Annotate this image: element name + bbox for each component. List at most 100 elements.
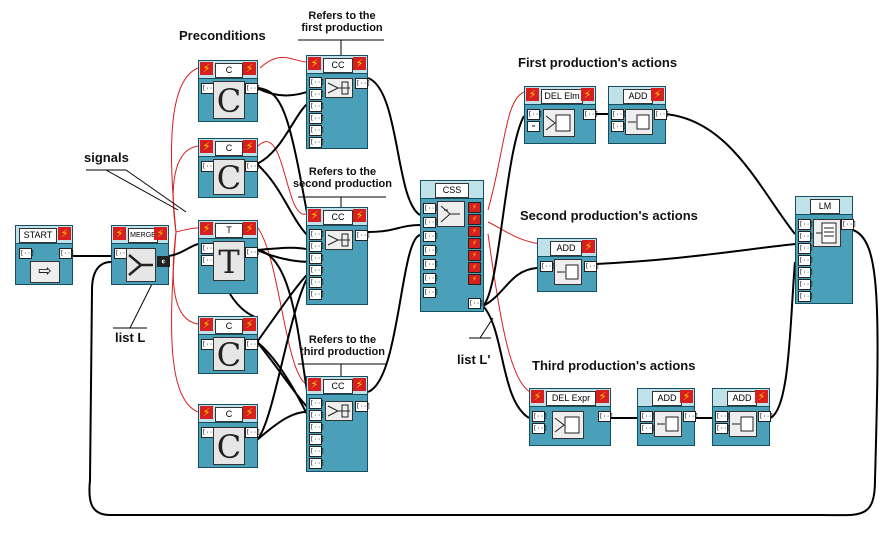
input-port[interactable]: [··] xyxy=(423,231,439,242)
del-elm-node[interactable]: ⚡ DEL Elm ⚡ [··] ➡ [··] xyxy=(524,86,599,144)
input-port[interactable]: [··] xyxy=(611,109,627,120)
input-port[interactable]: [··] xyxy=(798,279,814,290)
node-title-bar: ADD ⚡ xyxy=(638,389,694,407)
start-title-bar: START ⚡ xyxy=(16,226,72,244)
cc-second-node[interactable]: ⚡ CC ⚡ [··] [··] [··] [··] [··] [··] [··… xyxy=(306,207,371,305)
input-port[interactable]: [··] xyxy=(309,89,325,100)
node-label: CSS xyxy=(435,183,469,198)
output-port[interactable]: [··] xyxy=(683,411,699,422)
input-port[interactable]: [··] xyxy=(309,137,325,148)
input-port[interactable]: [··] xyxy=(309,277,325,288)
output-port[interactable]: [··] xyxy=(355,401,371,412)
signal-bolt-icon: ⚡ xyxy=(353,57,366,70)
input-port[interactable]: [··] xyxy=(309,125,325,136)
input-port[interactable]: [··] xyxy=(423,245,439,256)
add-3-node[interactable]: ADD ⚡ [··] [··] [··] xyxy=(637,388,699,446)
cc-third-node[interactable]: ⚡ CC ⚡ [··] [··] [··] [··] [··] [··] [··… xyxy=(306,376,371,472)
input-port[interactable]: [··] xyxy=(532,411,548,422)
output-port[interactable]: [··] xyxy=(355,230,371,241)
add-4-node[interactable]: ADD ⚡ [··] [··] [··] xyxy=(712,388,774,446)
input-port[interactable]: [··] xyxy=(309,241,325,252)
refers-second-annotation: Refers to the second production xyxy=(285,166,400,190)
input-port[interactable]: [··] xyxy=(798,243,814,254)
input-port[interactable]: [··] xyxy=(532,423,548,434)
node-title-bar: ⚡ CC ⚡ xyxy=(307,56,367,74)
merge-node[interactable]: ⚡ MERGE ⚡ [··] ◐ xyxy=(111,225,170,285)
node-label: LM xyxy=(810,199,840,214)
input-port[interactable]: [··] xyxy=(798,267,814,278)
input-port[interactable]: [··] xyxy=(309,422,325,433)
input-port[interactable]: [··] xyxy=(309,77,325,88)
input-port[interactable]: [··] xyxy=(715,411,731,422)
signal-port[interactable]: ⚡ xyxy=(468,274,481,285)
input-port[interactable]: [··] xyxy=(798,291,814,302)
input-port[interactable]: [··] xyxy=(798,219,814,230)
precondition-c3-node[interactable]: ⚡ C ⚡ [··] C [··] xyxy=(198,316,261,374)
start-node[interactable]: START ⚡ [··] [··] ⇨ xyxy=(15,225,75,285)
output-port[interactable]: [··] xyxy=(245,161,261,172)
output-port[interactable]: [··] xyxy=(245,427,261,438)
output-port[interactable]: [··] xyxy=(584,261,600,272)
input-port[interactable]: [··] xyxy=(527,109,543,120)
input-port[interactable]: [··] xyxy=(423,273,439,284)
del-expr-node[interactable]: ⚡ DEL Expr ⚡ [··] [··] [··] xyxy=(529,388,614,446)
node-label: CC xyxy=(323,58,353,73)
output-port[interactable]: [··] xyxy=(245,83,261,94)
precondition-c1-node[interactable]: ⚡ C ⚡ [··] C [··] xyxy=(198,60,261,122)
input-port[interactable]: [··] xyxy=(309,253,325,264)
signal-bolt-icon: ⚡ xyxy=(200,406,213,419)
precondition-t-node[interactable]: ⚡ T ⚡ [··] [··] T [··] xyxy=(198,220,261,294)
input-port[interactable]: ➡ xyxy=(527,121,540,132)
output-port[interactable]: [··] xyxy=(841,219,857,230)
input-port[interactable]: [··] xyxy=(19,248,35,259)
output-port[interactable]: [··] xyxy=(59,248,75,259)
output-port[interactable]: [··] xyxy=(245,247,261,258)
output-port[interactable]: [··] xyxy=(468,298,484,309)
input-port[interactable]: [··] xyxy=(423,203,439,214)
output-port[interactable]: [··] xyxy=(654,109,670,120)
signal-bolt-icon: ⚡ xyxy=(526,88,539,101)
output-port[interactable]: [··] xyxy=(583,109,599,120)
node-label: ADD xyxy=(623,89,653,104)
output-port[interactable]: ◐ xyxy=(157,256,170,267)
add-1-node[interactable]: ADD ⚡ [··] [··] [··] xyxy=(608,86,670,144)
signal-port[interactable]: ⚡ xyxy=(468,202,481,213)
input-port[interactable]: [··] xyxy=(798,255,814,266)
signal-port[interactable]: ⚡ xyxy=(468,214,481,225)
input-port[interactable]: [··] xyxy=(309,289,325,300)
input-port[interactable]: [··] xyxy=(715,423,731,434)
input-port[interactable]: [··] xyxy=(309,458,325,469)
precondition-c2-node[interactable]: ⚡ C ⚡ [··] C [··] xyxy=(198,138,261,198)
input-port[interactable]: [··] xyxy=(309,410,325,421)
output-port[interactable]: [··] xyxy=(598,411,614,422)
input-port[interactable]: [··] xyxy=(309,113,325,124)
signal-bolt-icon: ⚡ xyxy=(582,240,595,253)
input-port[interactable]: [··] xyxy=(309,265,325,276)
input-port[interactable]: [··] xyxy=(309,229,325,240)
input-port[interactable]: [··] xyxy=(540,261,556,272)
output-port[interactable]: [··] xyxy=(758,411,774,422)
input-port[interactable]: [··] xyxy=(309,434,325,445)
input-port[interactable]: [··] xyxy=(309,446,325,457)
input-port[interactable]: [··] xyxy=(309,398,325,409)
input-port[interactable]: [··] xyxy=(423,217,439,228)
input-port[interactable]: [··] xyxy=(798,231,814,242)
input-port[interactable]: [··] xyxy=(309,101,325,112)
input-port[interactable]: [··] xyxy=(640,411,656,422)
cc-first-node[interactable]: ⚡ CC ⚡ [··] [··] [··] [··] [··] [··] [··… xyxy=(306,55,371,149)
lm-node[interactable]: LM [··] [··] [··] [··] [··] [··] [··] [·… xyxy=(795,196,857,304)
signal-port[interactable]: ⚡ xyxy=(468,262,481,273)
output-port[interactable]: [··] xyxy=(245,339,261,350)
input-port[interactable]: [··] xyxy=(611,121,627,132)
add-2-node[interactable]: ADD ⚡ [··] [··] xyxy=(537,238,600,292)
precondition-c4-node[interactable]: ⚡ C ⚡ [··] C [··] xyxy=(198,404,261,468)
input-port[interactable]: [··] xyxy=(423,287,439,298)
signal-port[interactable]: ⚡ xyxy=(468,226,481,237)
css-node[interactable]: CSS [··] [··] [··] [··] [··] [··] [··] ⚡… xyxy=(420,180,484,312)
refers-third-annotation: Refers to the third production xyxy=(290,334,395,358)
output-port[interactable]: [··] xyxy=(355,78,371,89)
signal-port[interactable]: ⚡ xyxy=(468,250,481,261)
signal-port[interactable]: ⚡ xyxy=(468,238,481,249)
input-port[interactable]: [··] xyxy=(423,259,439,270)
input-port[interactable]: [··] xyxy=(640,423,656,434)
